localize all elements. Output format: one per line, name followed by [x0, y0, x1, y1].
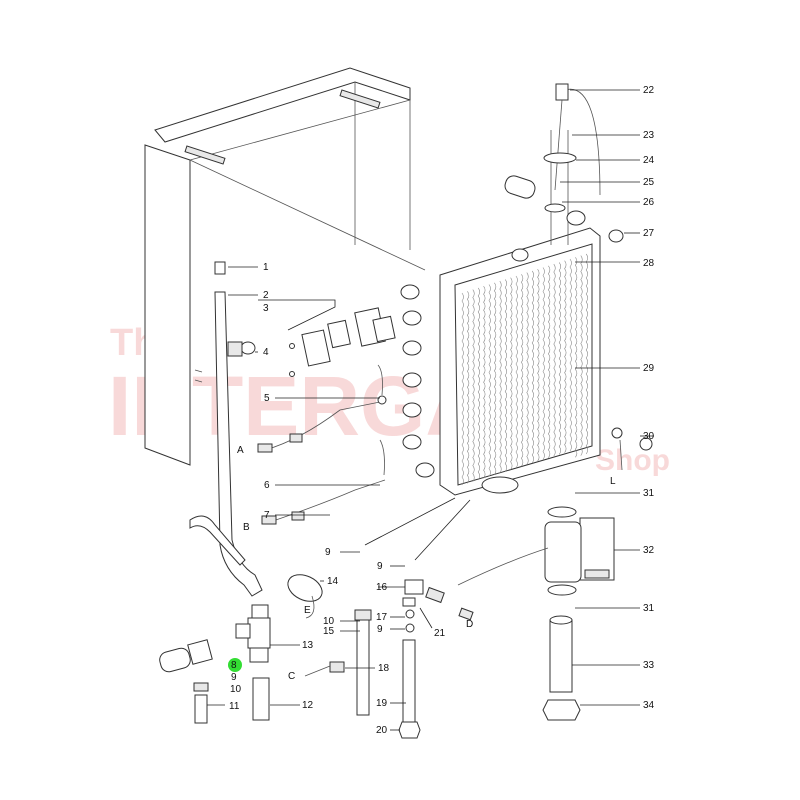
- label-17[interactable]: 17: [376, 612, 388, 623]
- pump-32: [457, 506, 615, 596]
- exchanger-fin: [477, 287, 480, 481]
- exchanger-fin: [461, 292, 464, 486]
- label-2[interactable]: 2: [263, 290, 269, 301]
- exchanger-fin: [499, 280, 502, 474]
- label-3[interactable]: 3: [263, 303, 269, 314]
- exchanger-fin: [531, 270, 534, 464]
- watermark-line3: Shop: [595, 444, 670, 477]
- exchanger-fin: [558, 262, 561, 455]
- exchanger-fin: [510, 277, 513, 470]
- exchanger-fin: [580, 255, 583, 456]
- label-27[interactable]: 27: [643, 228, 655, 239]
- label-29[interactable]: 29: [643, 363, 655, 374]
- label-20[interactable]: 20: [376, 725, 388, 736]
- connector-label-B[interactable]: B: [243, 522, 250, 533]
- exchanger-fin: [494, 282, 497, 475]
- label-9-right-top[interactable]: 9: [377, 561, 383, 572]
- label-9-right-bottom[interactable]: 9: [377, 624, 383, 635]
- label-28[interactable]: 28: [643, 258, 655, 269]
- label-9-center[interactable]: 9: [325, 547, 331, 558]
- flow-pipe: [189, 261, 263, 597]
- label-30[interactable]: 30: [643, 431, 655, 442]
- exchanger-fin: [542, 267, 545, 460]
- label-18[interactable]: 18: [378, 663, 390, 674]
- exchanger-fin: [575, 257, 578, 458]
- label-19[interactable]: 19: [376, 698, 388, 709]
- label-16[interactable]: 16: [376, 582, 388, 593]
- label-9-left[interactable]: 9: [231, 672, 237, 683]
- sensor-6: [261, 439, 386, 525]
- label-10-center[interactable]: 10: [323, 616, 335, 627]
- exchanger-fin: [488, 284, 491, 477]
- exchanger-fin: [515, 275, 518, 469]
- exchanger-fin: [569, 258, 572, 452]
- exchanger-fin: [537, 269, 540, 462]
- exchanger-fin: [553, 263, 556, 457]
- label-31-top[interactable]: 31: [643, 488, 655, 499]
- label-32[interactable]: 32: [643, 545, 655, 556]
- casing-frame: [144, 67, 426, 466]
- connector-label-D[interactable]: D: [466, 619, 473, 630]
- exchanger-fin: [504, 279, 507, 472]
- exchanger-fin: [564, 260, 567, 453]
- label-22[interactable]: 22: [643, 85, 655, 96]
- label-1[interactable]: 1: [263, 262, 269, 273]
- label-14[interactable]: 14: [327, 576, 339, 587]
- label-7[interactable]: 7: [264, 510, 270, 521]
- label-8[interactable]: 8: [231, 660, 237, 671]
- exchanger-fin: [467, 291, 470, 484]
- sensor-bracket: [289, 307, 396, 377]
- center-pipes: [304, 579, 474, 739]
- label-21[interactable]: 21: [434, 628, 446, 639]
- ignition-assembly: [504, 83, 653, 471]
- connector-label-L[interactable]: L: [610, 476, 616, 487]
- sight-glasses: [400, 284, 435, 478]
- exchanger-fin: [483, 286, 486, 479]
- label-4[interactable]: 4: [263, 347, 269, 358]
- exchanger-fin: [526, 272, 529, 465]
- highlight-marker[interactable]: [228, 658, 242, 672]
- label-12[interactable]: 12: [302, 700, 314, 711]
- exchanger-fin: [585, 253, 588, 455]
- label-6[interactable]: 6: [264, 480, 270, 491]
- exchanger-fin: [521, 274, 524, 467]
- pipe-33: [542, 615, 581, 721]
- connector-label-C[interactable]: C: [288, 671, 295, 682]
- lower-left-fittings: [159, 604, 271, 724]
- leader-lines: [207, 89, 654, 731]
- part-number-labels: 1 2 3 4 5 6 7 8 9 10 11 12 13 14 9 10 15…: [229, 85, 655, 736]
- label-10-left[interactable]: 10: [230, 684, 242, 695]
- label-24[interactable]: 24: [643, 155, 655, 166]
- label-34[interactable]: 34: [643, 700, 655, 711]
- label-23[interactable]: 23: [643, 130, 655, 141]
- label-25[interactable]: 25: [643, 177, 655, 188]
- label-33[interactable]: 33: [643, 660, 655, 671]
- label-5[interactable]: 5: [264, 393, 270, 404]
- label-31-bottom[interactable]: 31: [643, 603, 655, 614]
- connector-label-E[interactable]: E: [304, 605, 311, 616]
- heat-exchanger-fins: [461, 253, 588, 486]
- connector-label-A[interactable]: A: [237, 445, 244, 456]
- label-11[interactable]: 11: [229, 701, 240, 712]
- heat-exchanger: [400, 227, 601, 496]
- label-15[interactable]: 15: [323, 626, 335, 637]
- exchanger-fin: [472, 289, 475, 482]
- label-13[interactable]: 13: [302, 640, 314, 651]
- exchanger-fin: [548, 265, 551, 458]
- label-26[interactable]: 26: [643, 197, 655, 208]
- sensor-14: [287, 574, 323, 619]
